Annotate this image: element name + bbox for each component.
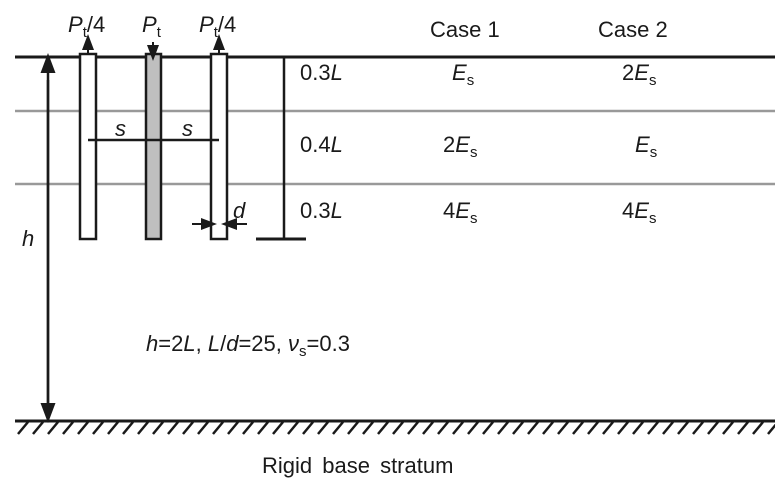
modulus-case1-layer-3: 4Es xyxy=(443,198,477,227)
hatch-mark xyxy=(707,421,719,435)
hatch-mark xyxy=(197,421,209,435)
hatch-mark xyxy=(482,421,494,435)
hatch-mark xyxy=(497,421,509,435)
pile-left xyxy=(78,52,98,241)
hatch-mark xyxy=(647,421,659,435)
spacing-label-1: s xyxy=(115,116,126,141)
hatch-mark xyxy=(737,421,749,435)
pile-right xyxy=(209,52,229,241)
hatch-mark xyxy=(257,421,269,435)
hatch-mark xyxy=(272,421,284,435)
hatch-mark xyxy=(602,421,614,435)
hatch-mark xyxy=(722,421,734,435)
hatch-mark xyxy=(422,421,434,435)
hatch-mark xyxy=(92,421,104,435)
hatch-mark xyxy=(287,421,299,435)
hatch-mark xyxy=(332,421,344,435)
load-label-center: Pt xyxy=(142,12,162,41)
layer-thickness-1: 0.3L xyxy=(300,60,343,85)
hatch-mark xyxy=(677,421,689,435)
hatch-mark xyxy=(437,421,449,435)
hatch-mark xyxy=(212,421,224,435)
hatch-mark xyxy=(77,421,89,435)
hatch-mark xyxy=(692,421,704,435)
rigid-base-hatch xyxy=(17,421,775,435)
hatch-mark xyxy=(512,421,524,435)
modulus-case2-layer-1: 2Es xyxy=(622,60,656,89)
load-label-left: Pt/4 xyxy=(68,12,105,41)
hatch-mark xyxy=(377,421,389,435)
hatch-mark xyxy=(32,421,44,435)
hatch-mark xyxy=(227,421,239,435)
hatch-mark xyxy=(632,421,644,435)
spacing-label-2: s xyxy=(182,116,193,141)
hatch-mark xyxy=(572,421,584,435)
case2-header: Case 2 xyxy=(598,17,668,42)
hatch-mark xyxy=(362,421,374,435)
layer-thickness-3: 0.3L xyxy=(300,198,343,223)
hatch-mark xyxy=(557,421,569,435)
hatch-mark xyxy=(137,421,149,435)
load-label-right: Pt/4 xyxy=(199,12,236,41)
hatch-mark xyxy=(152,421,164,435)
hatch-mark xyxy=(587,421,599,435)
layer-thickness-2: 0.4L xyxy=(300,132,343,157)
hatch-mark xyxy=(407,421,419,435)
hatch-mark xyxy=(752,421,764,435)
rigid-base-label: Rigid base stratum xyxy=(262,453,453,478)
hatch-mark xyxy=(182,421,194,435)
hatch-mark xyxy=(392,421,404,435)
hatch-mark xyxy=(122,421,134,435)
hatch-mark xyxy=(47,421,59,435)
hatch-mark xyxy=(767,423,775,435)
hatch-mark xyxy=(347,421,359,435)
hatch-mark xyxy=(452,421,464,435)
modulus-case1-layer-1: Es xyxy=(452,60,474,89)
hatch-mark xyxy=(242,421,254,435)
hatch-mark xyxy=(542,421,554,435)
hatch-mark xyxy=(62,421,74,435)
hatch-mark xyxy=(167,421,179,435)
hatch-mark xyxy=(302,421,314,435)
modulus-case2-layer-3: 4Es xyxy=(622,198,656,227)
hatch-mark xyxy=(17,421,29,435)
hatch-mark xyxy=(317,421,329,435)
hatch-mark xyxy=(107,421,119,435)
hatch-mark xyxy=(527,421,539,435)
case1-header: Case 1 xyxy=(430,17,500,42)
pile-center xyxy=(144,52,163,241)
h-label: h xyxy=(22,226,34,251)
hatch-mark xyxy=(617,421,629,435)
modulus-case1-layer-2: 2Es xyxy=(443,132,477,161)
hatch-mark xyxy=(662,421,674,435)
parameters: h=2L, L/d=25, νs=0.3 xyxy=(146,331,350,360)
diameter-label: d xyxy=(233,198,246,223)
modulus-case2-layer-2: Es xyxy=(635,132,657,161)
hatch-mark xyxy=(467,421,479,435)
